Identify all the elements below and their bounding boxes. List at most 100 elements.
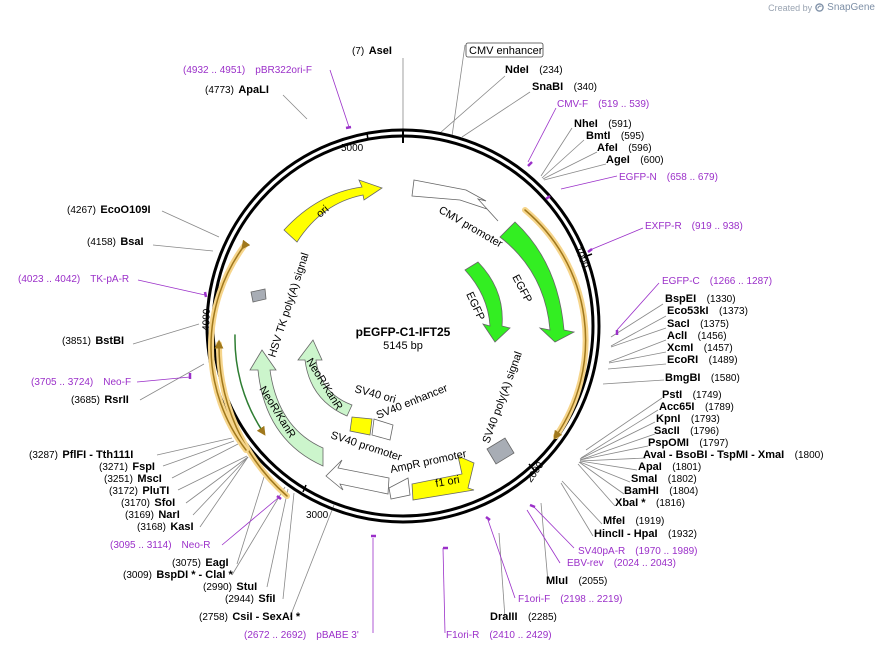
site-psppomi: PspOMI — [648, 437, 689, 449]
sites-left: (4773) ApaLI (4267) EcoO109I (4158) BsaI… — [29, 84, 301, 623]
svg-text:(3705 .. 3724)Neo-F: (3705 .. 3724)Neo-F — [31, 377, 131, 388]
site-hincii-hpai: HincII - HpaI — [594, 528, 658, 540]
svg-text:XbaI * (1816): XbaI * (1816) — [615, 493, 685, 510]
site-bamhi: BamHI — [624, 485, 659, 497]
svg-text:EBV-rev(2024 .. 2043): EBV-rev(2024 .. 2043) — [567, 558, 676, 569]
svg-text:MfeI (1919): MfeI (1919) — [603, 511, 664, 528]
primer-exfp-r: EXFP-R — [645, 221, 682, 232]
site-bstbi: BstBI — [95, 335, 124, 347]
svg-text:Eco53kI (1373): Eco53kI (1373) — [667, 301, 748, 318]
site-bspdi-clai: BspDI * - ClaI * — [156, 569, 233, 581]
tick-1000: 1000 — [572, 245, 590, 270]
svg-text:AvaI - BsoBI - TspMI - XmaI (1: AvaI - BsoBI - TspMI - XmaI (1800) — [643, 445, 824, 462]
svg-text:(3095 .. 3114)Neo-R: (3095 .. 3114)Neo-R — [110, 540, 210, 551]
site-ecori: EcoRI — [667, 354, 698, 366]
svg-text:(3851) BstBI: (3851) BstBI — [62, 331, 124, 348]
svg-text:MluI (2055): MluI (2055) — [546, 571, 607, 588]
feature-label-f1-ori: f1 ori — [434, 474, 460, 490]
site-stui: StuI — [236, 581, 257, 593]
feature-label-sv40-ori: SV40 ori — [353, 383, 397, 406]
svg-text:(3271) FspI: (3271) FspI — [99, 457, 155, 474]
backbone-outer — [205, 128, 601, 524]
site-apai: ApaI — [638, 461, 662, 473]
site-psti: PstI — [662, 389, 682, 401]
feature-sv40-ori — [349, 416, 373, 436]
svg-text:(3075) EagI: (3075) EagI — [172, 553, 229, 570]
primer-marks — [188, 125, 619, 550]
feature-hsv-tk-polya — [250, 288, 267, 303]
primer-f1ori-r: F1ori-R — [446, 630, 479, 641]
feature-cmv-promoter — [411, 179, 499, 222]
svg-text:(3009) BspDI * - ClaI *: (3009) BspDI * - ClaI * — [123, 565, 233, 582]
svg-text:(4158) BsaI: (4158) BsaI — [87, 232, 144, 249]
svg-text:(3169) NarI: (3169) NarI — [125, 505, 180, 522]
svg-text:PspOMI (1797): PspOMI (1797) — [648, 433, 728, 450]
site-bspei: BspEI — [665, 293, 696, 305]
feature-label-cmv-promoter: CMV promoter — [437, 204, 505, 250]
svg-text:(2672 .. 2692)pBABE 3': (2672 .. 2692)pBABE 3' — [244, 630, 359, 641]
primer-ebv-rev: EBV-rev — [567, 558, 604, 569]
feature-label-neor-inner: NeoR/KanR — [303, 356, 344, 412]
site-csii-sexai: CsiI - SexAI * — [232, 611, 301, 623]
site-mfei: MfeI — [603, 515, 625, 527]
site-connector-lines — [132, 44, 667, 619]
site-afei: AfeI — [597, 142, 618, 154]
plasmid-name: pEGFP-C1-IFT25 — [356, 325, 451, 339]
svg-text:SV40pA-R(1970 .. 1989): SV40pA-R(1970 .. 1989) — [578, 546, 698, 557]
site-fspi: FspI — [132, 461, 155, 473]
primer-pbabe-3: pBABE 3' — [316, 630, 359, 641]
svg-text:(4267) EcoO109I: (4267) EcoO109I — [67, 200, 151, 217]
svg-text:EGFP-C(1266 .. 1287): EGFP-C(1266 .. 1287) — [662, 276, 772, 287]
svg-text:EXFP-R(919 .. 938): EXFP-R(919 .. 938) — [645, 221, 743, 232]
tick-4000: 4000 — [201, 308, 213, 331]
svg-text:HincII - HpaI (1932): HincII - HpaI (1932) — [594, 524, 697, 541]
svg-text:CMV-F(519 .. 539): CMV-F(519 .. 539) — [557, 99, 649, 110]
feature-ori — [283, 179, 383, 243]
svg-text:(3287) PflFI - Tth111I: (3287) PflFI - Tth111I — [29, 445, 133, 462]
svg-text:PstI (1749): PstI (1749) — [662, 385, 722, 402]
site-acli: AclI — [667, 330, 687, 342]
svg-text:NdeI (234): NdeI (234) — [505, 60, 563, 77]
orf-tracks — [208, 207, 589, 499]
site-sacii: SacII — [654, 425, 680, 437]
svg-text:BmtI (595): BmtI (595) — [586, 126, 644, 143]
site-kpni: KpnI — [656, 413, 680, 425]
primer-neo-r: Neo-R — [182, 540, 211, 551]
site-asei: AseI — [369, 45, 392, 57]
site-xbai: XbaI * — [615, 497, 646, 509]
site-eco53ki: Eco53kI — [667, 305, 709, 317]
svg-text:NheI (591): NheI (591) — [574, 114, 632, 131]
site-ndei: NdeI — [505, 64, 529, 76]
site-snabi: SnaBI — [532, 81, 563, 93]
primer-egfp-n: EGFP-N — [619, 172, 657, 183]
site-nari: NarI — [158, 509, 179, 521]
snapgene-credit: Created by SnapGene — [768, 2, 875, 13]
site-draiii: DraIII — [490, 611, 518, 623]
svg-text:XcmI (1457): XcmI (1457) — [667, 338, 733, 355]
site-smai: SmaI — [631, 473, 657, 485]
tick-3000: 3000 — [306, 510, 329, 521]
site-nhei: NheI — [574, 118, 598, 130]
svg-text:(7) AseI: (7) AseI — [352, 41, 392, 58]
site-bmti: BmtI — [586, 130, 610, 142]
svg-text:(2990) StuI: (2990) StuI — [203, 577, 257, 594]
svg-text:DraIII (2285): DraIII (2285) — [490, 607, 557, 624]
primer-connector-lines — [136, 69, 660, 634]
site-apali: ApaLI — [238, 84, 269, 96]
svg-text:BspEI (1330): BspEI (1330) — [665, 289, 736, 306]
feature-label-cmv-enhancer-box: CMV enhancer — [465, 42, 544, 58]
site-msci: MscI — [137, 473, 161, 485]
site-sfoi: SfoI — [154, 497, 175, 509]
svg-text:F1ori-F(2198 .. 2219): F1ori-F(2198 .. 2219) — [518, 594, 623, 605]
svg-text:F1ori-R(2410 .. 2429): F1ori-R(2410 .. 2429) — [446, 630, 552, 641]
svg-text:KpnI (1793): KpnI (1793) — [656, 409, 720, 426]
feature-f1-ori — [411, 455, 475, 501]
feature-label-hsv-tk-polya: HSV TK poly(A) signal — [266, 251, 311, 359]
site-pflfi-tth111i: PflFI - Tth111I — [62, 449, 133, 461]
feature-neor-outer — [249, 349, 324, 467]
feature-egfp-outer — [499, 221, 576, 343]
site-kasi: KasI — [170, 521, 193, 533]
site-sfii: SfiI — [258, 593, 275, 605]
site-mlui: MluI — [546, 575, 568, 587]
